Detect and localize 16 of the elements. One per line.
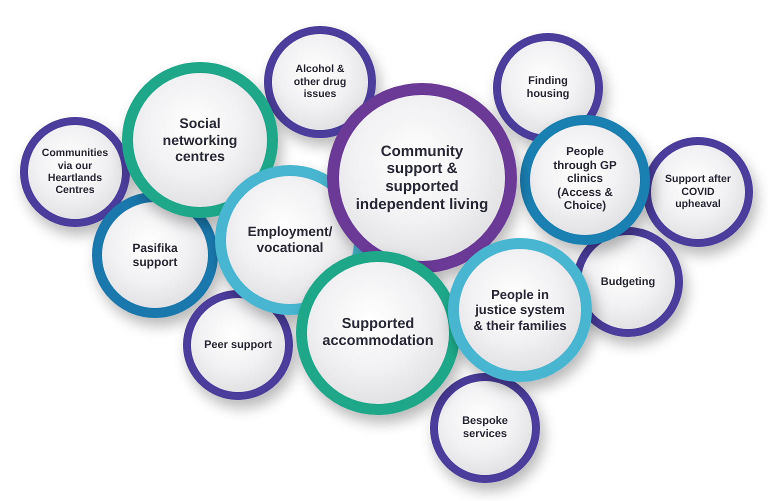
node-label: Supported accommodation [321, 316, 435, 350]
node-label: Community support & supported independent living [354, 142, 490, 214]
node-label: Communities via our Heartlands Centres [40, 147, 110, 197]
node-label: Finding housing [526, 75, 570, 101]
node-label: Support after COVID upheaval [664, 173, 732, 211]
circle-node [448, 238, 592, 382]
node-label: Pasifika support [131, 240, 179, 270]
node-label: Employment/ vocational [246, 224, 334, 256]
node-label: People in justice system & their families [472, 287, 568, 333]
circle-node [430, 373, 540, 483]
node-label: Bespoke services [461, 415, 509, 441]
node-label: Budgeting [600, 276, 656, 288]
node-label: People through GP clinics (Access & Choice) [552, 146, 618, 214]
node-label: Social networking centres [162, 115, 238, 165]
node-label: Peer support [203, 338, 273, 352]
node-label: Alcohol & other drug issues [292, 63, 348, 101]
